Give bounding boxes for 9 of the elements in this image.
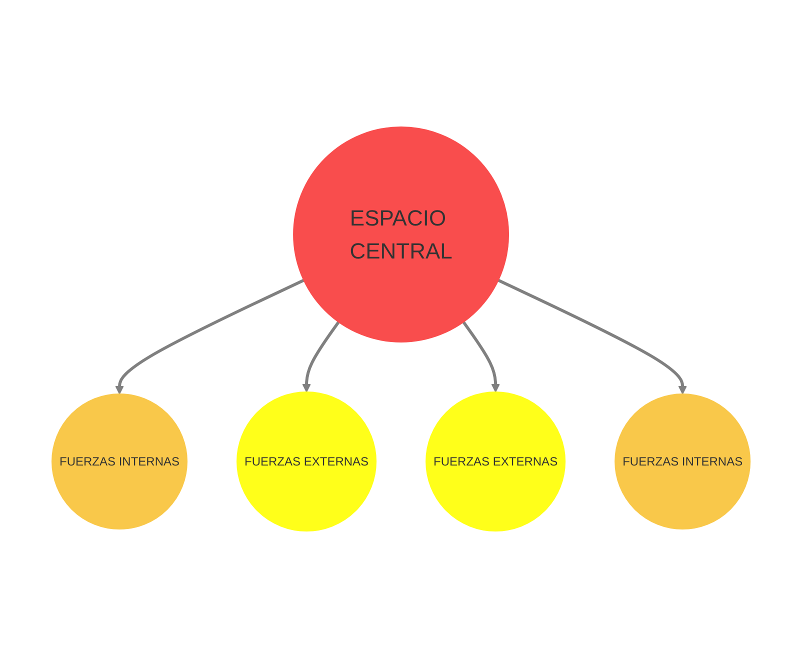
node-circle: FUERZAS INTERNAS (615, 394, 752, 530)
node-circle: FUERZAS EXTERNAS (236, 391, 377, 532)
node-circle: ESPACIO CENTRAL (294, 126, 510, 342)
arrow (302, 321, 340, 392)
node-circle: FUERZAS EXTERNAS (426, 391, 566, 532)
node-circle: FUERZAS INTERNAS (52, 394, 188, 530)
arrow (116, 278, 305, 394)
arrow (462, 321, 500, 392)
arrow (498, 278, 688, 394)
